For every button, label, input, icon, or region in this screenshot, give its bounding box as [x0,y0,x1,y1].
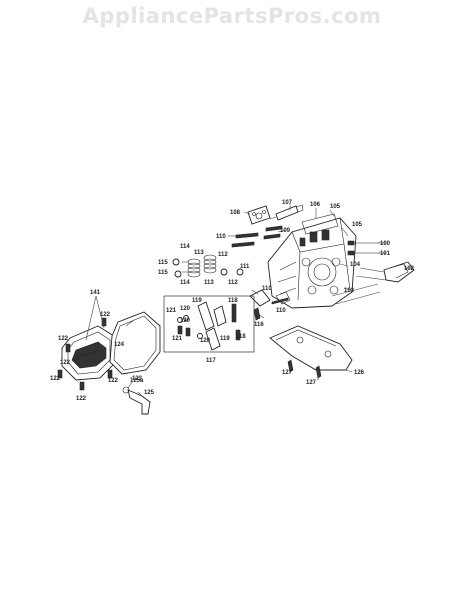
watermark-text: AppliancePartsPros.com [82,4,382,28]
callout-100: 100 [380,241,391,247]
callout-113: 113 [204,280,214,286]
callout-105: 105 [352,222,363,228]
callout-122: 122 [76,396,87,402]
callout-127: 127 [306,380,317,386]
callout-116: 116 [254,322,264,328]
callout-104: 104 [350,262,361,268]
head-studs[interactable] [347,240,380,256]
callout-114: 114 [180,280,190,286]
leader-lines [85,204,412,399]
callout-122: 122 [50,376,61,382]
callout-102: 102 [404,266,415,272]
callout-105: 105 [330,204,341,210]
callout-120: 120 [180,306,191,312]
rocker-parts-box [163,295,255,353]
callout-110: 110 [262,286,272,292]
callout-103: 103 [344,288,355,294]
callout-112: 112 [218,252,228,258]
callout-121: 121 [166,308,177,314]
callout-111: 111 [240,264,250,270]
head-bolts[interactable] [231,225,283,248]
callout-125: 125 [144,390,155,396]
callout-107: 107 [282,200,293,206]
callout-126: 126 [354,370,365,376]
callout-120: 120 [180,318,191,324]
callout-122: 122 [58,336,69,342]
callout-117: 117 [206,358,216,364]
valve-springs[interactable] [172,254,244,278]
callout-124: 124 [114,342,125,348]
callout-119: 119 [192,298,202,304]
callout-118: 118 [236,334,246,340]
callout-110: 110 [276,308,286,314]
valve-cover-bolts[interactable] [57,317,113,391]
exhaust-gasket[interactable] [247,205,271,225]
callout-115: 115 [158,270,168,276]
callout-122: 122 [108,378,119,384]
callout-108: 108 [230,210,241,216]
callout-114: 114 [180,244,190,250]
callout-110: 110 [216,234,226,240]
callout-122: 122 [100,312,111,318]
callout-106: 106 [310,202,321,208]
callout-119: 119 [220,336,230,342]
valve-cover-gasket[interactable] [109,311,161,375]
callout-127: 127 [282,370,293,376]
rocker-arms[interactable] [177,301,241,351]
breather-fitting[interactable] [355,261,415,283]
callout-121: 121 [172,336,183,342]
valve-cover[interactable] [61,325,117,381]
spark-plug[interactable] [269,204,304,221]
long-bolts[interactable] [331,283,381,305]
callout-118: 118 [228,298,238,304]
rocker-arm[interactable] [249,289,291,321]
callout-109: 109 [280,228,291,234]
callout-101: 101 [380,251,391,257]
muffler-bracket[interactable] [269,325,353,379]
callout-122: 122 [60,360,71,366]
callout-113: 113 [194,250,204,256]
callout-125a: 125a [130,378,144,384]
callout-123: 123 [132,376,143,382]
callout-120: 120 [200,338,211,344]
callout-115: 115 [158,260,168,266]
callout-112: 112 [228,280,238,286]
callout-141: 141 [90,290,101,296]
